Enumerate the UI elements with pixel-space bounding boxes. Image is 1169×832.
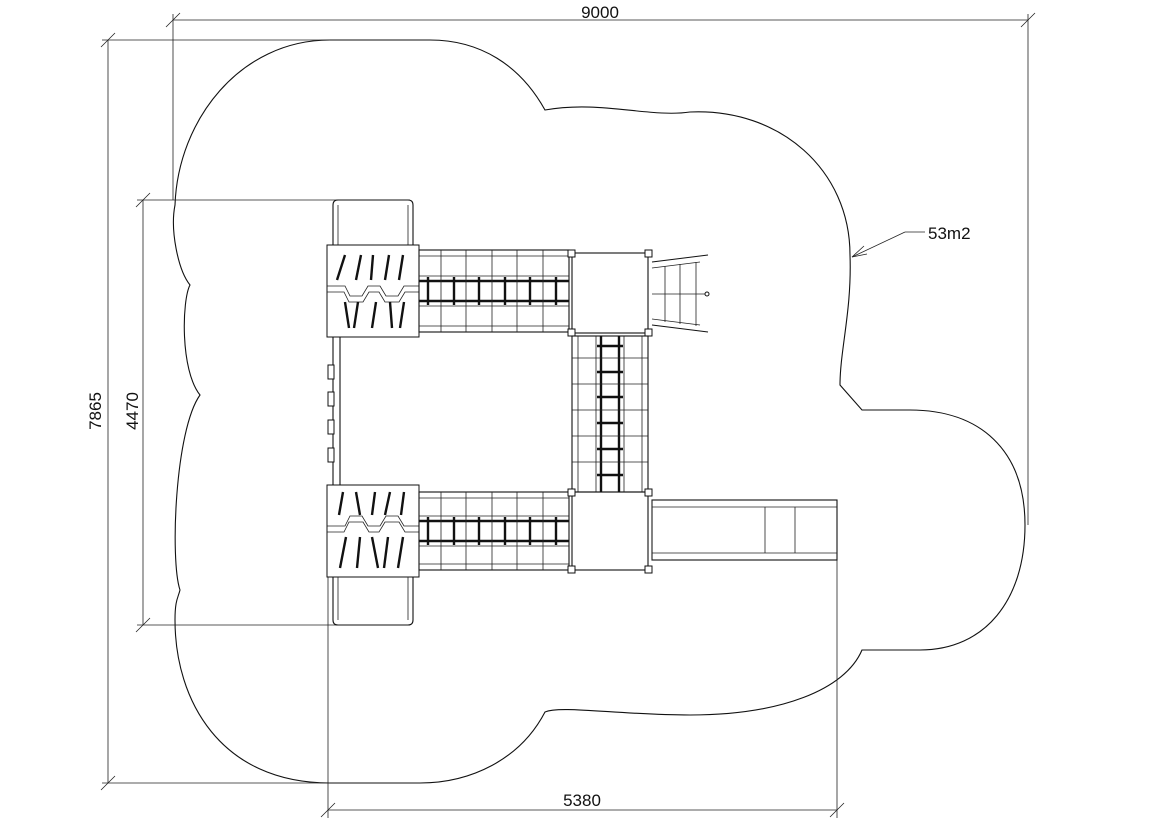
dimension-overall-width: 9000 [165, 3, 1036, 525]
lower-platform [567, 488, 653, 574]
area-label: 53m2 [928, 224, 971, 243]
dimension-overall-height: 7865 [86, 32, 330, 791]
ladder [651, 254, 710, 333]
slide [651, 499, 838, 561]
lower-bridge [418, 491, 570, 571]
area-annotation: 53m2 [851, 224, 971, 258]
upper-bridge [418, 249, 570, 333]
dimension-label-9000: 9000 [581, 3, 619, 22]
safety-zone-outline [172, 39, 1026, 784]
dimension-label-7865: 7865 [86, 392, 105, 430]
vertical-bridge [571, 335, 649, 493]
left-towers [326, 199, 420, 626]
dimension-base-width: 5380 [320, 560, 845, 818]
dimension-label-4470: 4470 [123, 392, 142, 430]
dimension-label-5380: 5380 [563, 791, 601, 810]
upper-platform [567, 249, 653, 337]
